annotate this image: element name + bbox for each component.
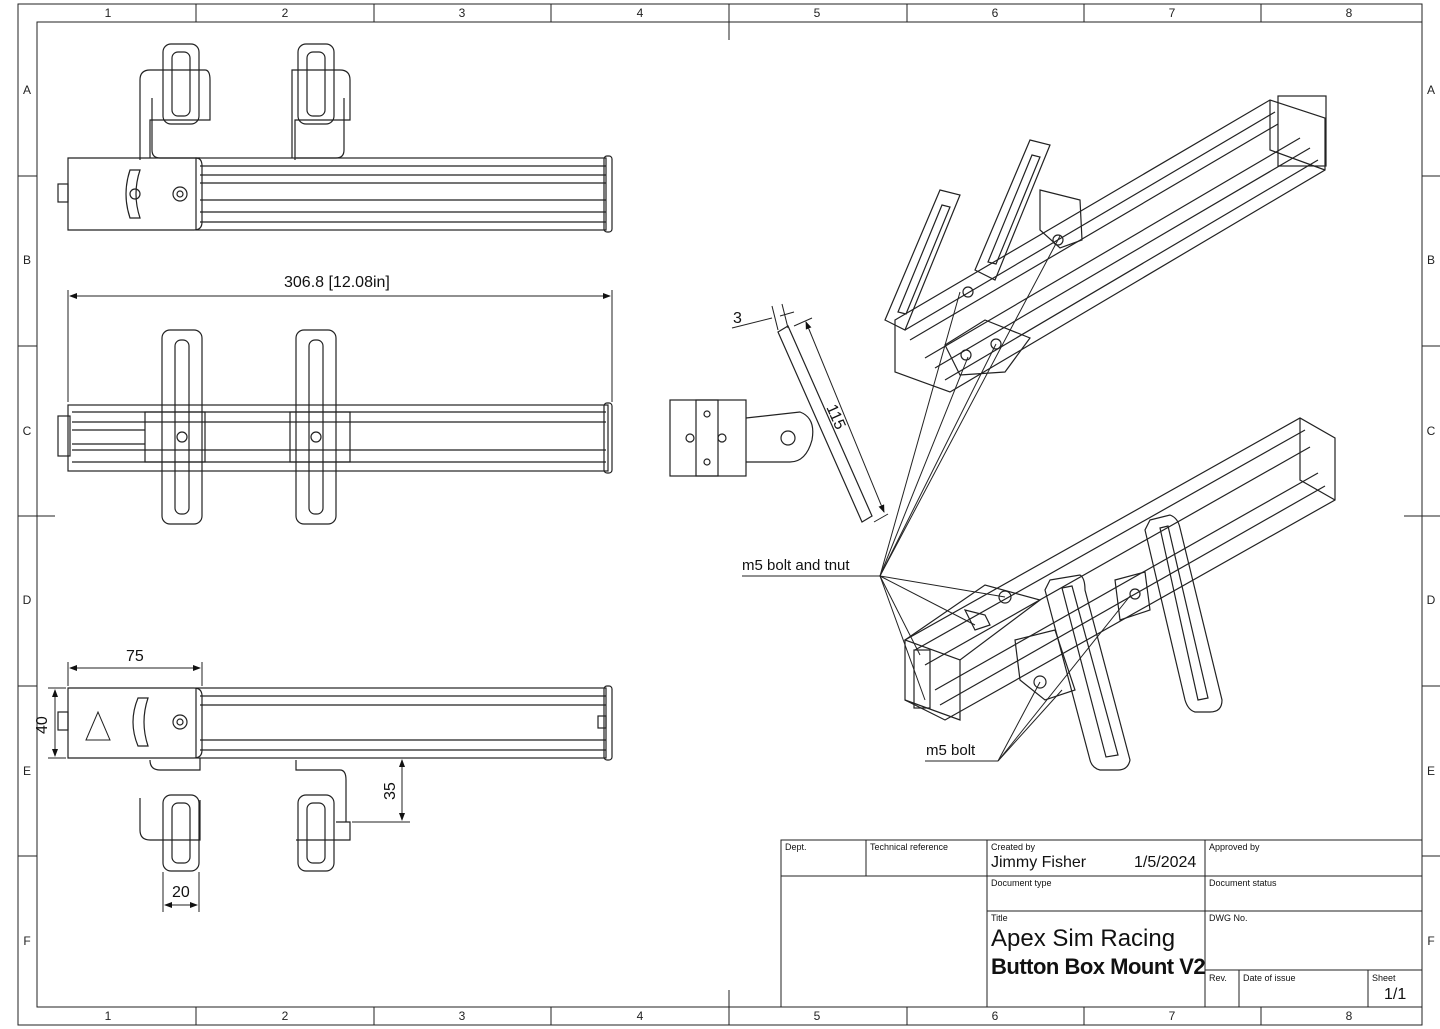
sheet-frame bbox=[17, 3, 1440, 1026]
grid-row-f-right: F bbox=[1427, 934, 1435, 948]
grid-row-b-left: B bbox=[22, 253, 32, 267]
callout-bolt: m5 bolt bbox=[926, 742, 976, 759]
grid-col-1-bottom: 1 bbox=[104, 1009, 112, 1023]
grid-row-c-left: C bbox=[22, 424, 32, 438]
tb-approved-by-label: Approved by bbox=[1209, 842, 1260, 852]
grid-col-8-bottom: 8 bbox=[1345, 1009, 1353, 1023]
grid-row-f-left: F bbox=[23, 934, 31, 948]
grid-col-2-top: 2 bbox=[281, 6, 289, 20]
isometric-view-upper bbox=[884, 95, 1327, 393]
tb-tech-ref-label: Technical reference bbox=[870, 842, 949, 852]
grid-col-3-top: 3 bbox=[458, 6, 466, 20]
bottom-view bbox=[57, 685, 613, 872]
tb-title-line2: Button Box Mount V2 bbox=[991, 954, 1206, 979]
title-block bbox=[780, 839, 1423, 1008]
tb-date-issue-label: Date of issue bbox=[1243, 973, 1296, 983]
callout-bolt-tnut: m5 bolt and tnut bbox=[742, 557, 850, 574]
dimension-overall-length bbox=[67, 290, 613, 402]
tb-doc-type-label: Document type bbox=[991, 878, 1052, 888]
grid-row-a-right: A bbox=[1426, 83, 1436, 97]
tb-title-line1: Apex Sim Racing bbox=[991, 925, 1176, 952]
dim-offset: 35 bbox=[382, 782, 399, 800]
dimension-marks-bottom bbox=[48, 662, 410, 912]
tb-doc-status-label: Document status bbox=[1209, 878, 1277, 888]
dim-bracket-height: 40 bbox=[34, 716, 51, 734]
grid-col-7-top: 7 bbox=[1168, 6, 1176, 20]
dim-plate-thickness: 3 bbox=[733, 310, 742, 327]
grid-row-d-right: D bbox=[1426, 593, 1436, 607]
grid-col-4-top: 4 bbox=[636, 6, 644, 20]
grid-col-7-bottom: 7 bbox=[1168, 1009, 1176, 1023]
tb-sheet-label: Sheet bbox=[1372, 973, 1396, 983]
tb-created-by: Jimmy Fisher bbox=[991, 854, 1087, 871]
grid-row-a-left: A bbox=[22, 83, 32, 97]
dim-slot-width: 20 bbox=[172, 884, 190, 901]
grid-row-d-left: D bbox=[22, 593, 32, 607]
tb-title-label: Title bbox=[991, 913, 1008, 923]
grid-row-e-left: E bbox=[22, 764, 32, 778]
grid-col-5-bottom: 5 bbox=[813, 1009, 821, 1023]
grid-row-c-right: C bbox=[1426, 424, 1436, 438]
grid-row-e-right: E bbox=[1426, 764, 1436, 778]
top-view bbox=[57, 43, 613, 233]
grid-col-2-bottom: 2 bbox=[281, 1009, 289, 1023]
grid-row-b-right: B bbox=[1426, 253, 1436, 267]
tb-dept-label: Dept. bbox=[785, 842, 807, 852]
isometric-view-lower bbox=[903, 417, 1336, 771]
tb-rev-label: Rev. bbox=[1209, 973, 1227, 983]
grid-col-4-bottom: 4 bbox=[636, 1009, 644, 1023]
tb-created-date: 1/5/2024 bbox=[1134, 854, 1197, 871]
dim-bracket-width: 75 bbox=[126, 648, 144, 665]
tb-dwg-no-label: DWG No. bbox=[1209, 913, 1248, 923]
front-view bbox=[57, 329, 613, 525]
grid-col-1-top: 1 bbox=[104, 6, 112, 20]
tb-sheet-value: 1/1 bbox=[1384, 986, 1407, 1003]
tb-created-by-label: Created by bbox=[991, 842, 1036, 852]
dim-overall-length: 306.8 [12.08in] bbox=[284, 274, 390, 291]
grid-col-6-bottom: 6 bbox=[991, 1009, 999, 1023]
dimension-marks-side bbox=[731, 303, 889, 523]
grid-col-6-top: 6 bbox=[991, 6, 999, 20]
grid-col-5-top: 5 bbox=[813, 6, 821, 20]
grid-col-3-bottom: 3 bbox=[458, 1009, 466, 1023]
grid-col-8-top: 8 bbox=[1345, 6, 1353, 20]
callout-leaders bbox=[742, 235, 1131, 762]
